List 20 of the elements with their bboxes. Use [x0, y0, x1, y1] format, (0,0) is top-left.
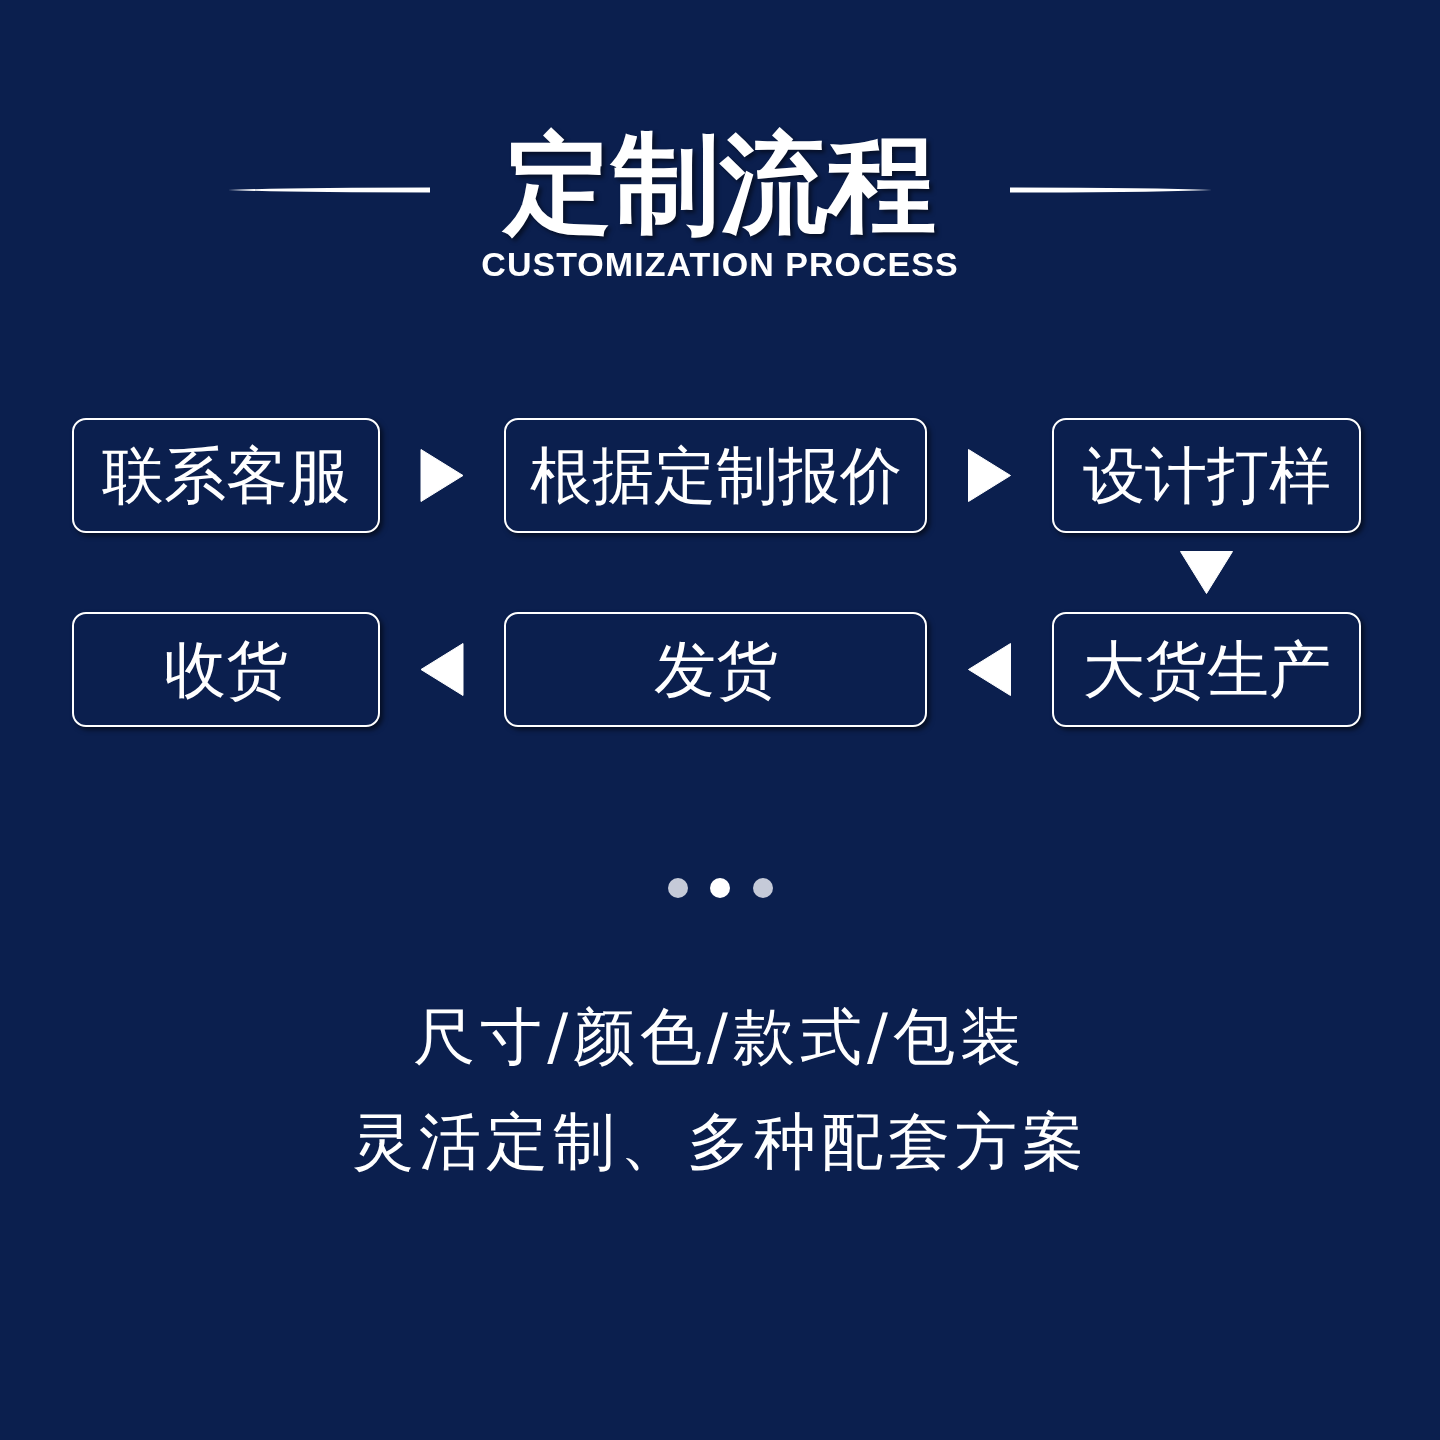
- step-label: 发货: [653, 638, 778, 701]
- process-box: [72, 418, 380, 533]
- arrow: [420, 449, 464, 502]
- process-box: [504, 418, 927, 533]
- arrow: [1180, 551, 1233, 594]
- arrow: [968, 449, 1011, 502]
- step-label: 联系客服: [102, 444, 350, 507]
- step-label: 收货: [164, 638, 288, 701]
- process-box: [1052, 612, 1361, 727]
- step-label: 大货生产: [1082, 638, 1331, 701]
- process-box: [1052, 418, 1361, 533]
- tagline: 灵活定制、多种配套方案: [351, 1111, 1089, 1173]
- tagline: 尺寸/颜色/款式/包装: [413, 1006, 1027, 1068]
- arrow: [420, 643, 464, 696]
- arrow: [968, 643, 1011, 696]
- step-label: 根据定制报价: [529, 444, 902, 507]
- step-label: 设计打样: [1082, 444, 1331, 507]
- subtitle: CUSTOMIZATION PROCESS: [481, 247, 959, 281]
- process-box: [504, 612, 927, 727]
- process-box: [72, 612, 380, 727]
